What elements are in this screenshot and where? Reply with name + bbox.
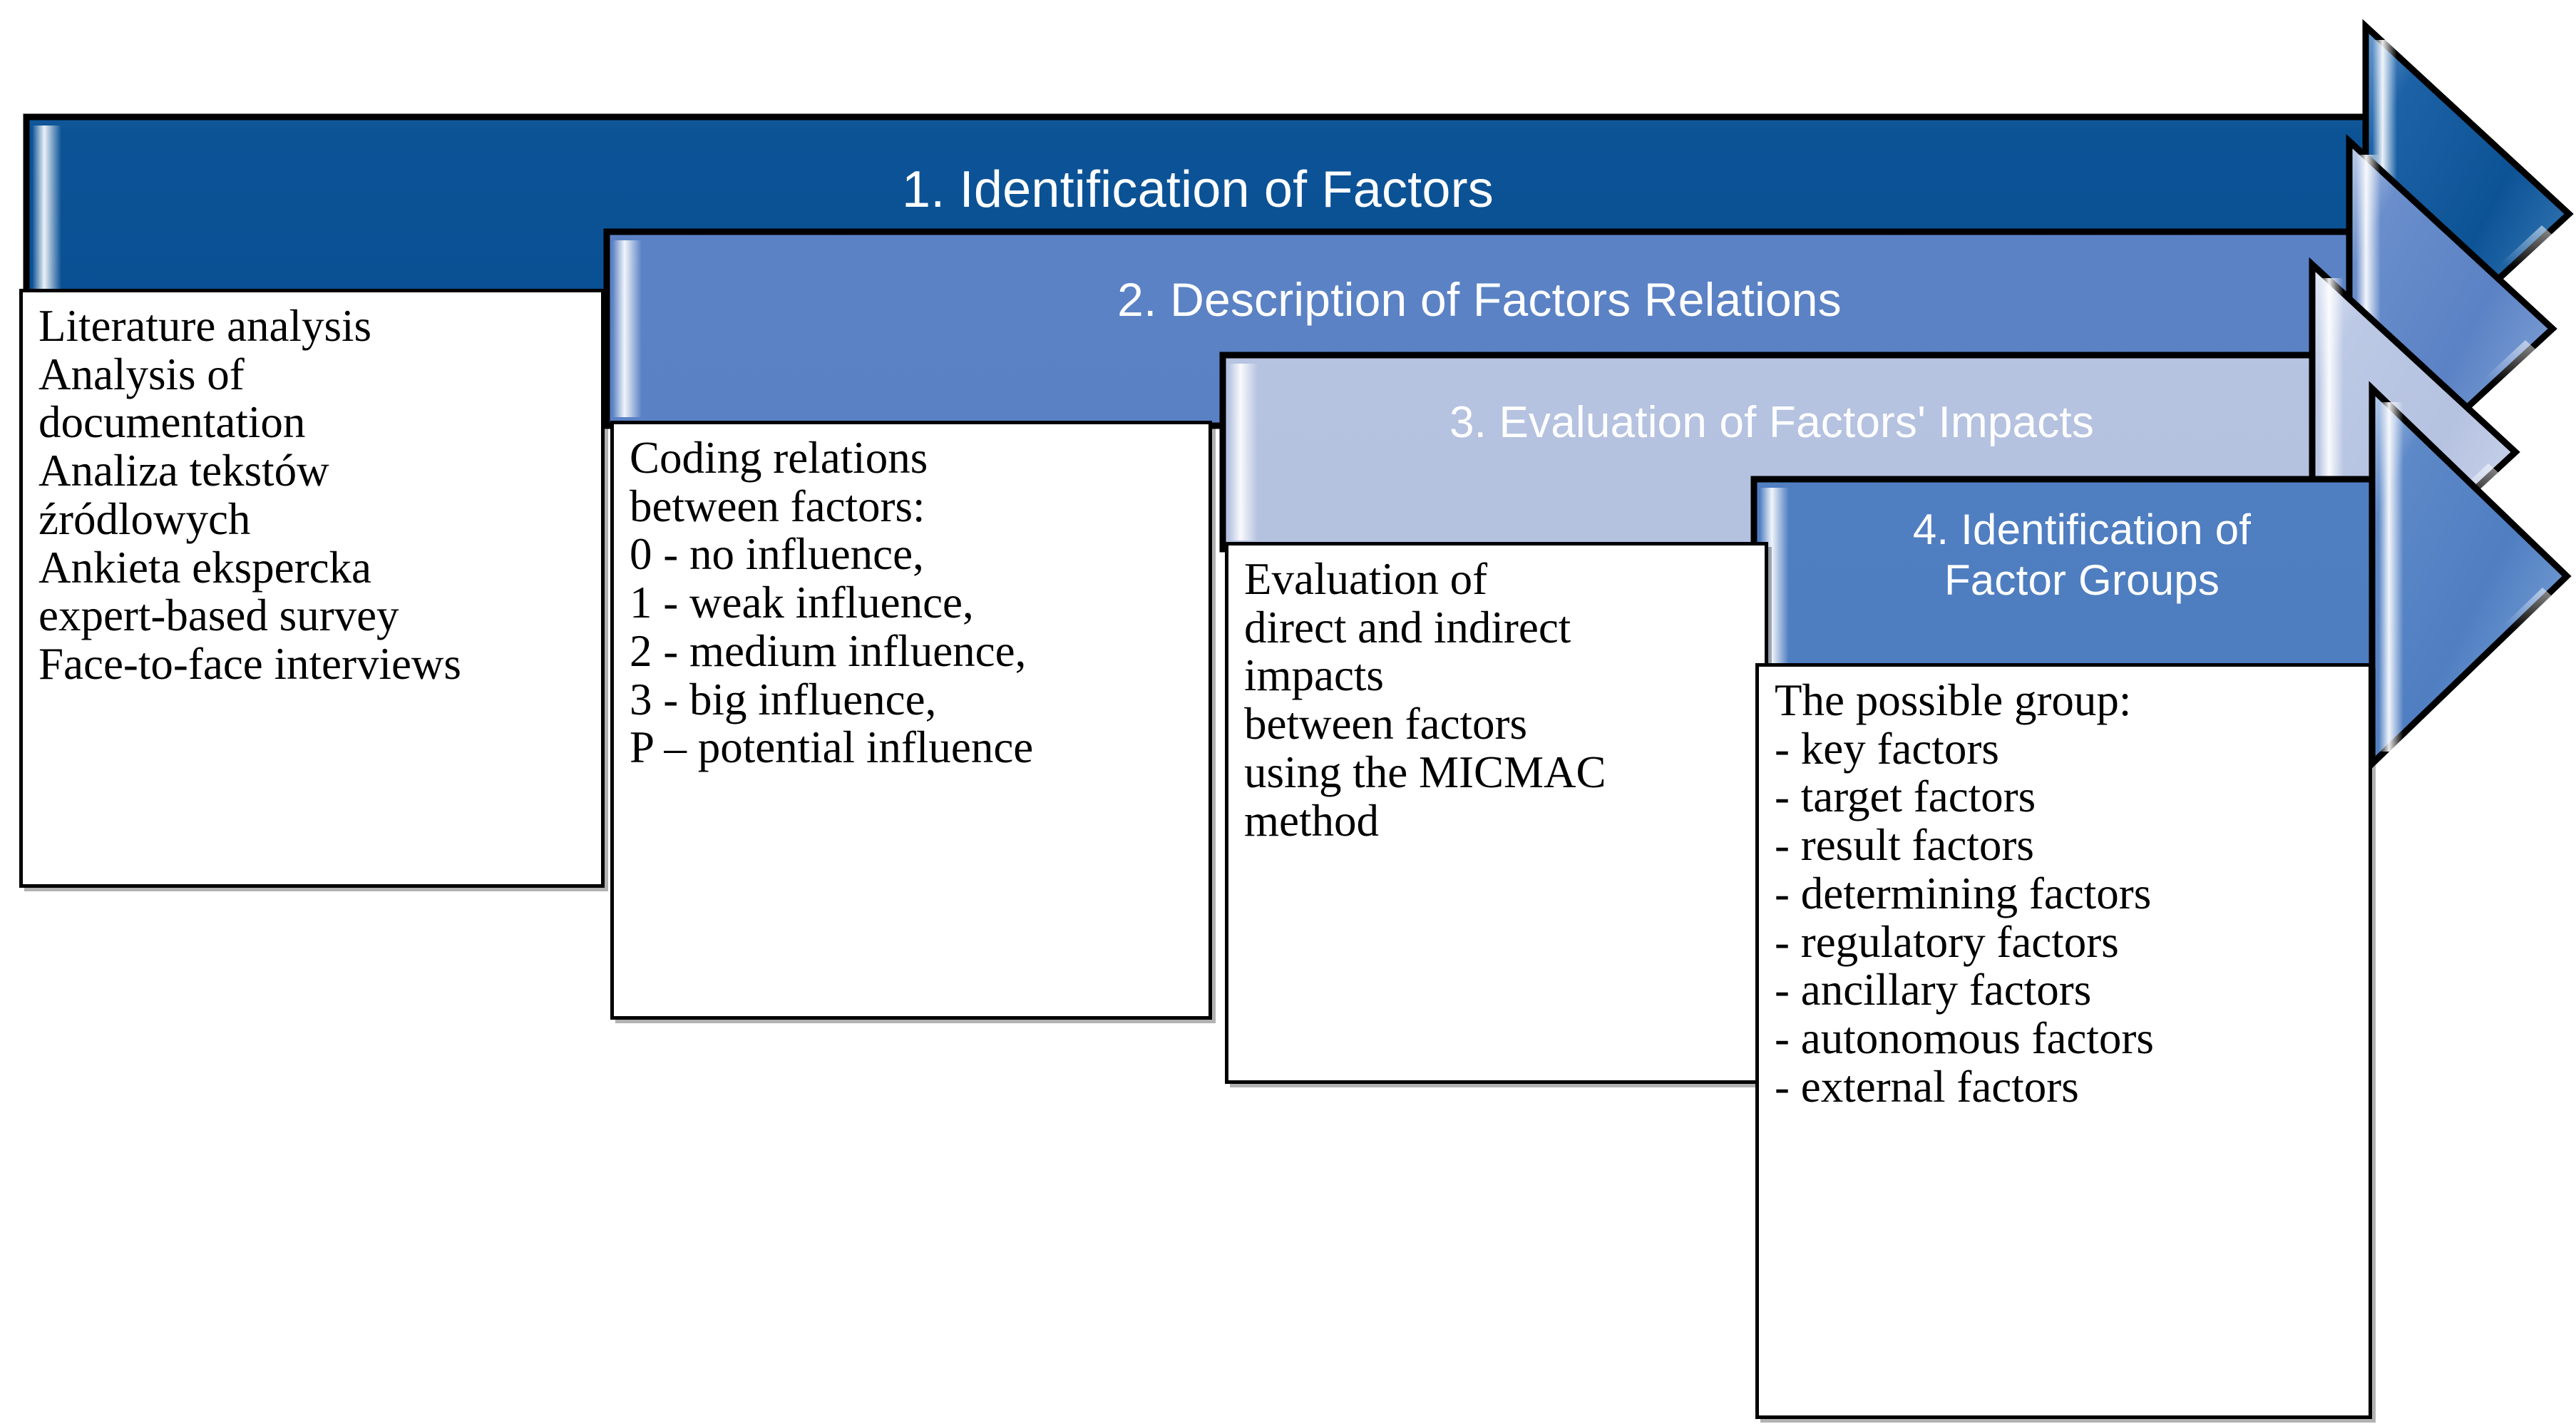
stage-4-bevel-diagonal bbox=[2388, 588, 2557, 752]
stage-3-description-box: Evaluation of direct and indirect impact… bbox=[1225, 542, 1768, 1084]
stage-4-description-box: The possible group: - key factors - targ… bbox=[1755, 663, 2372, 1419]
stage-2-description-box: Coding relations between factors: 0 - no… bbox=[610, 421, 1212, 1020]
stage-4-bevel-head-left bbox=[2379, 402, 2403, 752]
stage-4-description-text: The possible group: - key factors - targ… bbox=[1775, 675, 2154, 1112]
stage-3-description-text: Evaluation of direct and indirect impact… bbox=[1244, 554, 1606, 846]
stage-2-bevel-left bbox=[613, 240, 642, 417]
stage-3-bevel-left bbox=[1229, 364, 1258, 541]
stage-1-description-text: Literature analysis Analysis of document… bbox=[39, 301, 461, 690]
stage-1-bevel-left bbox=[33, 126, 61, 302]
stage-2-description-text: Coding relations between factors: 0 - no… bbox=[630, 433, 1034, 773]
stage-1-description-box: Literature analysis Analysis of document… bbox=[19, 289, 605, 888]
